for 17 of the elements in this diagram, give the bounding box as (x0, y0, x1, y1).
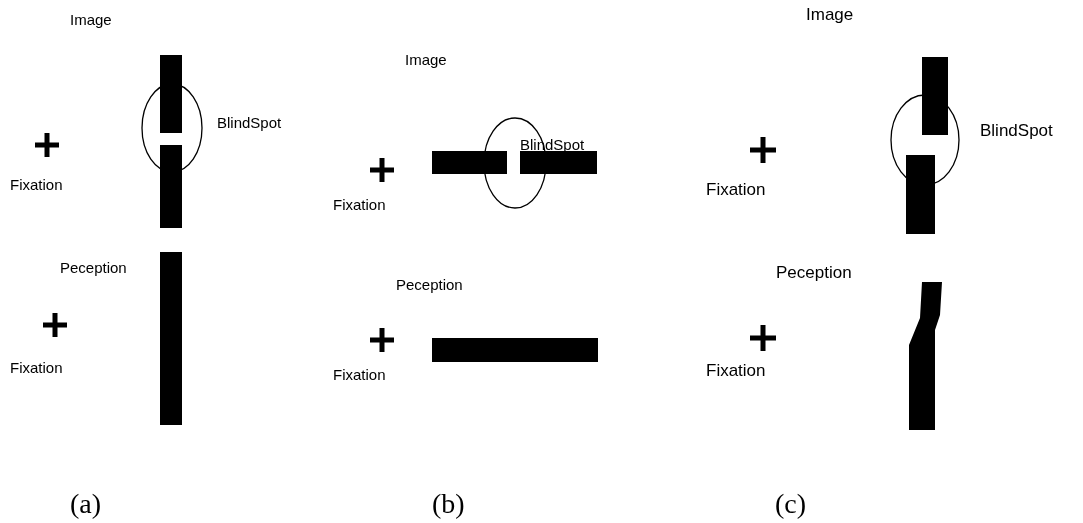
text-label: Image (70, 12, 112, 27)
text-label: Fixation (10, 177, 63, 192)
text-label: Image (405, 52, 447, 67)
panel-label: (c) (775, 490, 807, 518)
text-label: Peception (776, 264, 852, 281)
text-label: Fixation (333, 197, 386, 212)
text-label: BlindSpot (980, 122, 1053, 139)
text-label: Peception (60, 260, 127, 275)
text-label: BlindSpot (217, 115, 282, 130)
text-label: Fixation (333, 367, 386, 382)
text-label: Fixation (706, 181, 766, 198)
panel-label: (a) (70, 490, 102, 518)
panel-label: (b) (432, 490, 465, 518)
text-label: Fixation (706, 362, 766, 379)
text-label: Image (806, 6, 854, 23)
text-label: Peception (396, 277, 463, 292)
text-label: Fixation (10, 360, 63, 375)
